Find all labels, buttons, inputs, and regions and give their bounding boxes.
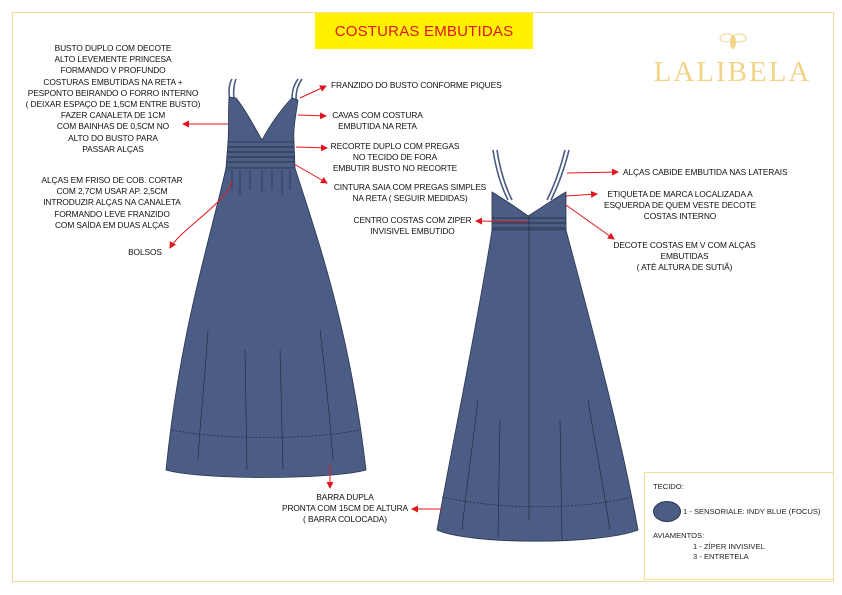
note-recorte: RECORTE DUPLO COM PREGAS NO TECIDO DE FO… bbox=[330, 141, 460, 174]
note-alcas-cabide: ALÇAS CABIDE EMBUTIDA NAS LATERAIS bbox=[623, 167, 788, 177]
note-cintura: CINTURA SAIA COM PREGAS SIMPLES NA RETA … bbox=[333, 182, 487, 204]
page-title: COSTURAS EMBUTIDAS bbox=[315, 13, 533, 49]
aviamento-item: 3 - ENTRETELA bbox=[693, 552, 749, 561]
note-alcas: ALÇAS EM FRISO DE COB. CORTAR COM 2,7CM … bbox=[41, 175, 183, 230]
note-bolsos: BOLSOS bbox=[128, 247, 162, 257]
tecido-item: 1 - SENSORIALE: INDY BLUE (FOCUS) bbox=[683, 507, 821, 516]
page-frame bbox=[12, 12, 834, 582]
back-dress bbox=[436, 149, 639, 542]
note-busto: BUSTO DUPLO COM DECOTE ALTO LEVEMENTE PR… bbox=[25, 43, 201, 154]
brand-logo: LALIBELA bbox=[650, 30, 815, 87]
bee-icon bbox=[719, 33, 746, 49]
note-centro-costas: CENTRO COSTAS COM ZIPER INVISIVEL EMBUTI… bbox=[353, 215, 472, 237]
note-decote-costas: DECOTE COSTAS EM V COM ALÇAS EMBUTIDAS (… bbox=[613, 240, 756, 273]
materials-legend: TECIDO: 1 - SENSORIALE: INDY BLUE (FOCUS… bbox=[644, 472, 834, 580]
back-skirt bbox=[436, 229, 639, 542]
front-bodice bbox=[227, 96, 299, 143]
note-cavas: CAVAS COM COSTURA EMBUTIDA NA RETA bbox=[332, 110, 423, 132]
note-etiqueta: ETIQUETA DE MARCA LOCALIZADA A ESQUERDA … bbox=[603, 189, 757, 222]
back-bodice bbox=[491, 191, 567, 231]
front-dress bbox=[165, 78, 367, 478]
aviamento-item: 1 - ZÍPER INVISIVEL bbox=[693, 542, 765, 551]
note-barra: BARRA DUPLA PRONTA COM 15CM DE ALTURA ( … bbox=[281, 492, 409, 525]
tecido-label: TECIDO: bbox=[653, 482, 684, 491]
front-skirt bbox=[165, 167, 367, 478]
note-franzido: FRANZIDO DO BUSTO CONFORME PIQUES bbox=[331, 80, 502, 90]
aviamentos-label: AVIAMENTOS: bbox=[653, 531, 705, 540]
annotation-arrows bbox=[169, 85, 619, 513]
brand-name: LALIBELA bbox=[653, 56, 812, 88]
fabric-swatch bbox=[653, 501, 681, 522]
front-waistband bbox=[225, 141, 296, 169]
